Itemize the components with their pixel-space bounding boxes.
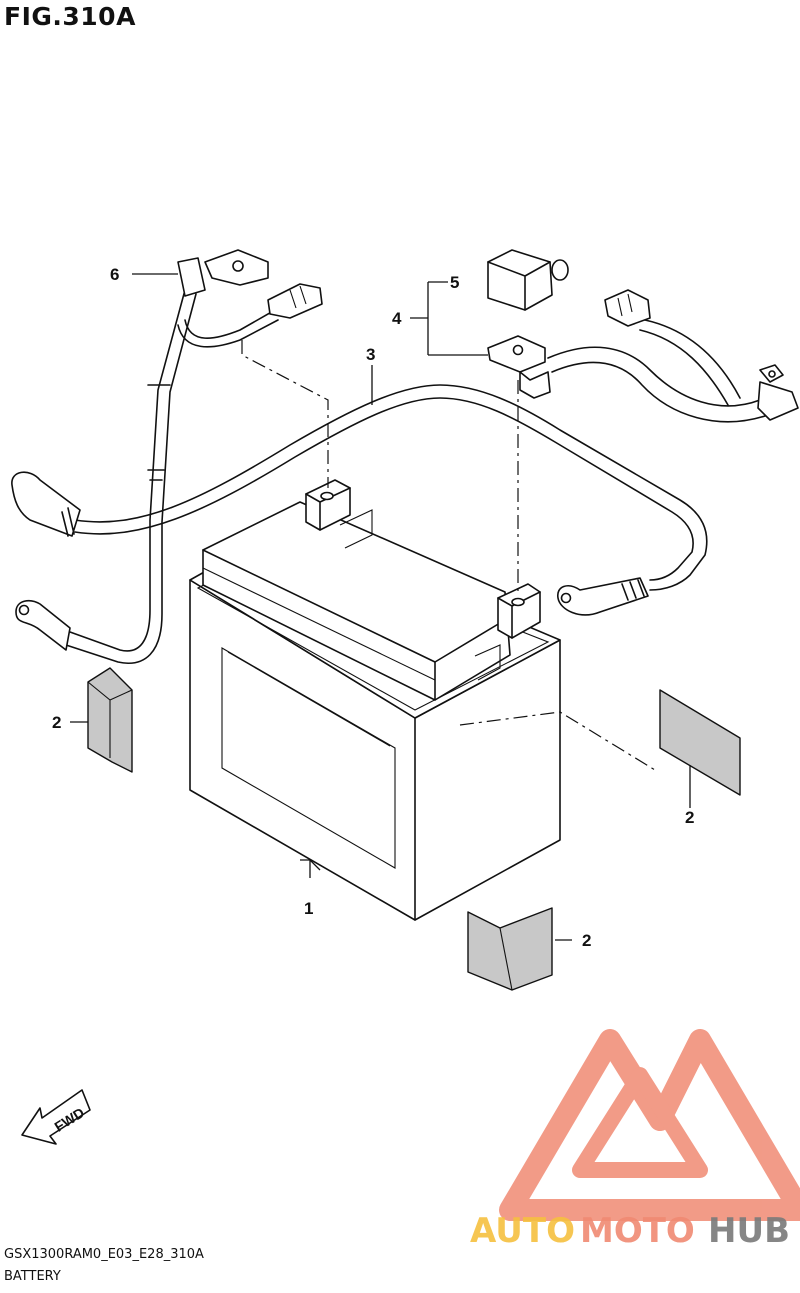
assembly-lines xyxy=(241,340,656,771)
callout-4: 4 xyxy=(392,309,402,328)
harness-loop xyxy=(11,384,708,616)
callout-6: 6 xyxy=(110,265,119,284)
callout-2-bottom: 2 xyxy=(582,931,591,950)
watermark-word-3: HUB xyxy=(708,1211,790,1251)
watermark-logo xyxy=(499,1029,800,1221)
figure-title: FIG.310A xyxy=(4,2,136,31)
watermark-word-1: AUTO xyxy=(470,1211,575,1251)
battery xyxy=(189,479,561,921)
terminal-assembly xyxy=(487,249,799,423)
pads xyxy=(87,667,741,991)
callout-1: 1 xyxy=(304,899,313,918)
fwd-direction-badge: FWD xyxy=(21,1089,91,1145)
callout-2-left: 2 xyxy=(52,713,61,732)
leader-lines xyxy=(70,273,691,941)
harness-ground-lead xyxy=(15,249,323,664)
callout-5: 5 xyxy=(450,273,459,292)
diagram-name: BATTERY xyxy=(4,1269,61,1284)
callout-2-right: 2 xyxy=(685,808,694,827)
callout-3: 3 xyxy=(366,345,375,364)
watermark-wordmark: AUTO MOTO HUB xyxy=(470,1211,790,1251)
watermark-word-2: MOTO xyxy=(580,1211,695,1251)
diagram-code: GSX1300RAM0_E03_E28_310A xyxy=(4,1247,204,1262)
